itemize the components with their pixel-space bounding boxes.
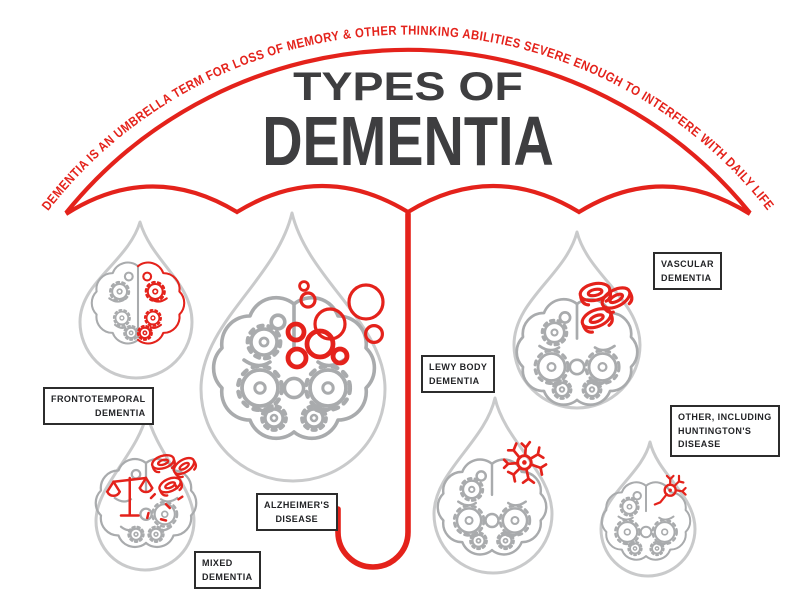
page-title: TYPES OF DEMENTIA — [262, 64, 554, 179]
brain-gears-icon — [438, 440, 548, 554]
alzheimers-drop — [199, 211, 387, 483]
raindrop-icon — [78, 220, 194, 380]
mixed-dementia-drop — [94, 411, 200, 572]
plaque-circles-icon — [285, 280, 385, 370]
brain-gears-icon — [214, 280, 385, 439]
brain-gears-icon — [90, 261, 186, 345]
umbrella-canopy-arc — [64, 47, 752, 215]
title-line1: TYPES OF — [293, 64, 523, 109]
label-frontotemporal-dementia: FRONTOTEMPORAL DEMENTIA — [43, 387, 154, 425]
frontotemporal-drop — [78, 220, 194, 380]
raindrop-icon — [599, 440, 697, 578]
umbrella-pole-handle — [335, 211, 411, 570]
neuron-icon — [502, 440, 548, 485]
raindrop-icon — [512, 230, 642, 410]
lewy-body-drop — [432, 396, 554, 575]
label-alzheimers-disease: ALZHEIMER'S DISEASE — [256, 493, 338, 531]
raindrop-icon — [94, 411, 196, 572]
umbrella-outline-icon — [64, 47, 752, 570]
brain-gears-icon — [602, 474, 690, 560]
frontal-lobe-red-half — [136, 261, 186, 345]
other-huntingtons-drop — [599, 440, 697, 578]
bone-fragments-icon — [146, 483, 184, 522]
brain-gears-icon — [517, 279, 638, 405]
label-mixed-dementia: MIXED DEMENTIA — [194, 551, 261, 589]
title-line2: DEMENTIA — [262, 102, 554, 180]
neuron-icon — [653, 474, 687, 506]
vascular-drop — [512, 230, 642, 410]
umbrella-scalloped-edge — [64, 183, 752, 216]
brain-gears-icon — [96, 451, 200, 547]
label-vascular-dementia: VASCULAR DEMENTIA — [653, 252, 722, 290]
label-lewy-body-dementia: LEWY BODY DEMENTIA — [421, 355, 496, 393]
raindrop-icon — [432, 396, 554, 575]
balance-scale-icon — [106, 476, 154, 517]
label-other-huntingtons: OTHER, INCLUDING HUNTINGTON'S DISEASE — [670, 405, 780, 457]
